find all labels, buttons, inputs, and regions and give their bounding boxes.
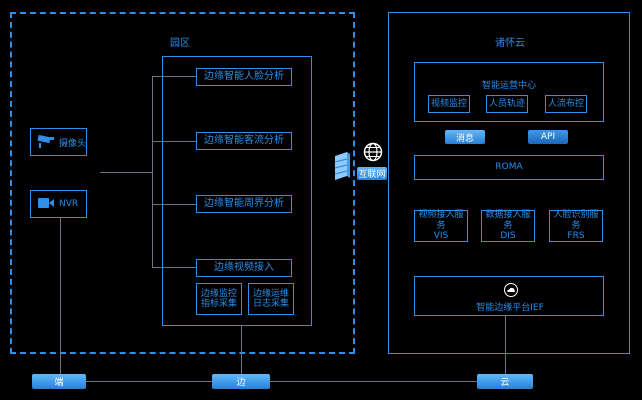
ief-platform-panel — [414, 276, 604, 316]
connector-line — [152, 76, 196, 77]
ief-platform-label: 智能边缘平台IEF — [476, 303, 544, 313]
park-zone — [10, 12, 355, 354]
vis-service: 视频接入服务 VIS — [414, 210, 468, 242]
tier-edge-label: 边 — [212, 374, 270, 389]
ops-video-monitor: 视频监控 — [428, 95, 470, 113]
connector-line — [86, 381, 212, 382]
frs-service-label: 人脸识别服务 FRS — [553, 210, 599, 242]
dis-service-label: 数据接入服务 DIS — [485, 210, 531, 242]
cloud-zone — [388, 12, 630, 354]
firewall-icon — [333, 150, 351, 186]
api-badge: API — [528, 130, 568, 144]
cloud-icon — [503, 282, 519, 301]
frs-service: 人脸识别服务 FRS — [549, 210, 603, 242]
tier-cloud-label: 云 — [477, 374, 533, 389]
connector-line — [100, 172, 152, 173]
connector-line — [152, 204, 196, 205]
edge-video-access: 边缘视频接入 — [196, 259, 292, 277]
connector-line — [152, 141, 196, 142]
connector-line — [152, 76, 153, 268]
nvr-icon — [37, 197, 55, 212]
edge-services-panel — [162, 56, 312, 326]
camera-device: 摄像头 — [30, 128, 87, 156]
edge-metrics-collection: 边缘监控 指标采集 — [196, 283, 242, 315]
connector-line — [505, 316, 506, 374]
edge-face-analysis: 边缘智能人脸分析 — [196, 68, 292, 86]
edge-metrics-label: 边缘监控 指标采集 — [200, 288, 237, 309]
edge-log-collection: 边缘运维 日志采集 — [248, 283, 294, 315]
connector-line — [60, 218, 61, 374]
ops-center-panel — [414, 62, 604, 122]
ops-center-title: 智能运营中心 — [481, 81, 536, 91]
connector-line — [152, 267, 196, 268]
nvr-label: NVR — [59, 199, 79, 209]
edge-log-label: 边缘运维 日志采集 — [252, 288, 289, 309]
edge-flow-analysis: 边缘智能客流分析 — [196, 132, 292, 150]
dis-service: 数据接入服务 DIS — [481, 210, 535, 242]
camera-icon — [37, 134, 55, 151]
cloud-zone-title: 诸怀云 — [495, 38, 525, 49]
park-zone-title: 园区 — [170, 38, 190, 49]
globe-icon — [363, 142, 383, 166]
ops-flow-control: 人流布控 — [545, 95, 587, 113]
roma-bar: ROMA — [414, 155, 604, 180]
nvr-device: NVR — [30, 190, 87, 218]
connector-line — [270, 381, 477, 382]
edge-perimeter-analysis: 边缘智能周界分析 — [196, 195, 292, 213]
tier-device-label: 端 — [32, 374, 86, 389]
message-badge: 消息 — [445, 130, 485, 144]
vis-service-label: 视频接入服务 VIS — [418, 210, 464, 242]
internet-label: 互联网 — [357, 167, 387, 180]
ops-person-trajectory: 人员轨迹 — [486, 95, 528, 113]
connector-line — [241, 326, 242, 374]
camera-label: 摄像头 — [59, 138, 87, 149]
